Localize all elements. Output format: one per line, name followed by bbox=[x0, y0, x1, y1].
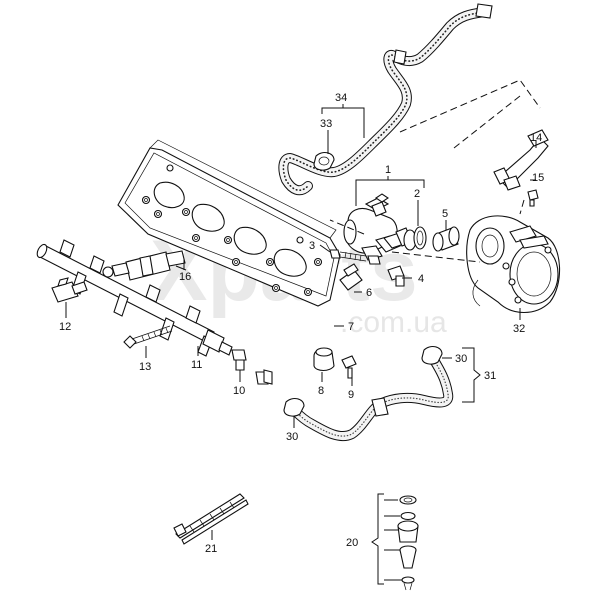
callout-30-lower: 30 bbox=[286, 431, 298, 443]
rail-bolt bbox=[123, 325, 173, 358]
fuel-rail bbox=[36, 239, 233, 357]
callout-30-upper: 30 bbox=[455, 353, 467, 365]
callout-9: 9 bbox=[348, 389, 354, 401]
callout-31: 31 bbox=[484, 370, 496, 382]
callout-2: 2 bbox=[414, 188, 420, 200]
bracket-bolt bbox=[527, 189, 539, 207]
pipe-clip bbox=[313, 347, 335, 382]
pump-bolt bbox=[329, 249, 367, 262]
pressure-sensor bbox=[51, 277, 88, 318]
o-ring bbox=[413, 226, 427, 250]
callout-21: 21 bbox=[205, 543, 217, 555]
hose-clamp-upper bbox=[313, 151, 335, 171]
callout-1: 1 bbox=[385, 164, 391, 176]
vacuum-pump bbox=[466, 215, 561, 320]
high-pressure-pump bbox=[343, 193, 417, 265]
callout-11: 11 bbox=[191, 359, 202, 371]
callout-34: 34 bbox=[335, 92, 347, 104]
high-pressure-pipe bbox=[255, 263, 363, 389]
callout-3: 3 bbox=[309, 240, 315, 252]
callout-20: 20 bbox=[346, 537, 358, 549]
repair-kit bbox=[397, 495, 419, 591]
leader-lines bbox=[175, 104, 537, 585]
reference-lines bbox=[329, 79, 541, 263]
union-nut bbox=[231, 349, 247, 382]
callout-32: 32 bbox=[513, 323, 525, 335]
callout-10: 10 bbox=[233, 385, 245, 397]
cable-ties bbox=[173, 493, 249, 545]
hose-clamp-30a bbox=[421, 345, 443, 365]
callout-14: 14 bbox=[530, 132, 542, 144]
cylinder-head-plate bbox=[117, 139, 341, 307]
hose-clamp-30b bbox=[283, 397, 305, 417]
callout-6: 6 bbox=[366, 287, 372, 299]
hose-bracket bbox=[493, 129, 549, 191]
callout-16: 16 bbox=[179, 271, 191, 283]
watermark-sub: .com.ua bbox=[340, 306, 447, 339]
clip-bolt bbox=[341, 355, 357, 386]
fuel-hose-lower bbox=[289, 355, 454, 442]
callout-13: 13 bbox=[139, 361, 151, 373]
vacuum-hose-upper bbox=[278, 3, 493, 196]
roller-tappet bbox=[432, 226, 460, 252]
callout-12: 12 bbox=[59, 321, 71, 333]
callout-8: 8 bbox=[318, 385, 324, 397]
callout-4: 4 bbox=[418, 273, 424, 285]
callout-15: 15 bbox=[532, 172, 544, 184]
callout-33: 33 bbox=[320, 118, 332, 130]
callout-labels: 34 33 1 2 3 4 5 6 7 8 9 10 11 12 13 14 1… bbox=[59, 92, 544, 555]
injector bbox=[102, 250, 186, 281]
callout-5: 5 bbox=[442, 208, 448, 220]
callout-7: 7 bbox=[348, 321, 354, 333]
